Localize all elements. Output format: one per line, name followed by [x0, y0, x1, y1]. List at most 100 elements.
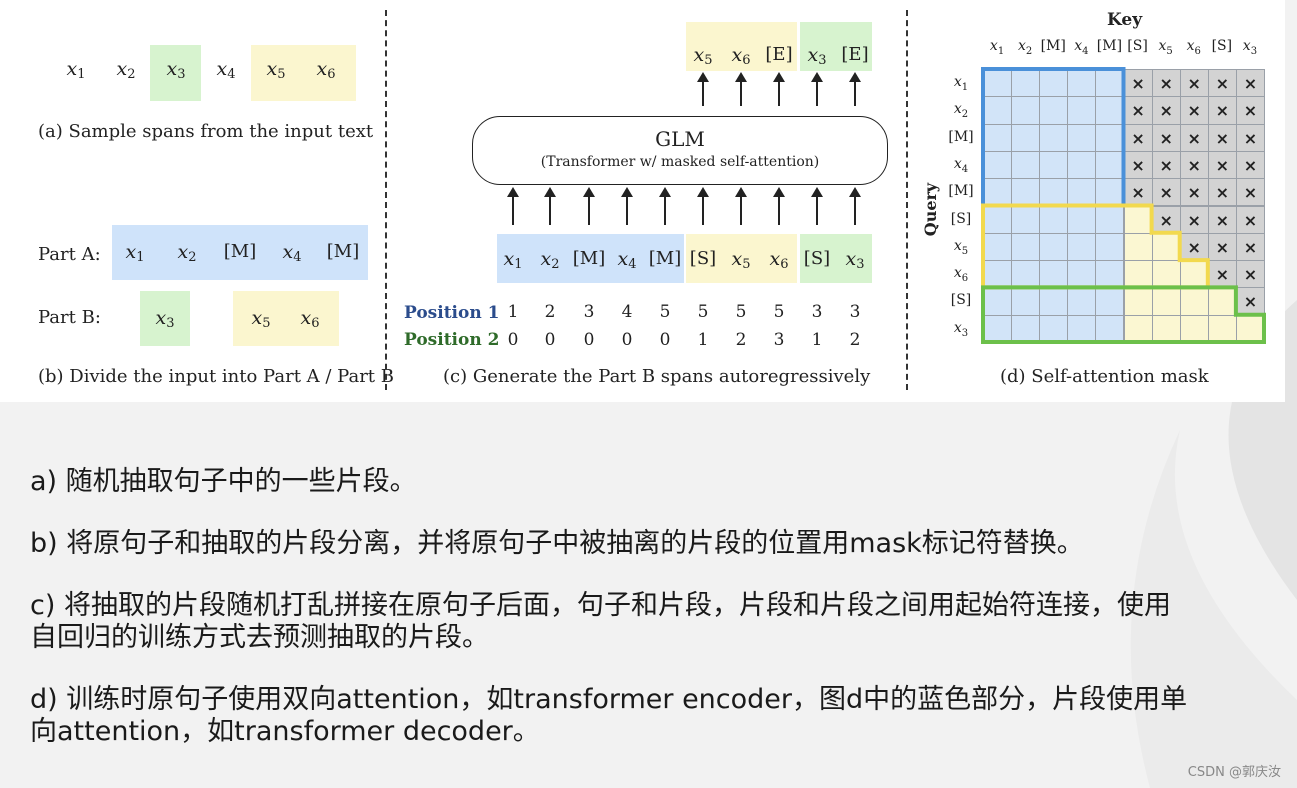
position-1-value: 4	[621, 302, 633, 322]
attention-cell	[1207, 314, 1237, 343]
output-arrow	[849, 72, 861, 106]
attention-cell	[1039, 205, 1069, 234]
key-token: [S]	[1211, 38, 1233, 54]
part-a-token: [M]	[223, 241, 257, 262]
attention-cell	[983, 232, 1013, 262]
attention-cell	[1067, 205, 1097, 234]
attention-cell	[1067, 69, 1097, 98]
input-arrow	[773, 187, 785, 225]
attention-cell	[1067, 150, 1097, 180]
position-2-value: 1	[697, 330, 709, 350]
attention-cell	[1095, 314, 1125, 343]
attention-cell	[1067, 314, 1097, 343]
key-token: x2	[1018, 38, 1033, 57]
input-part-a-highlight	[497, 234, 684, 283]
panel-a-token: x5	[266, 58, 286, 82]
attention-cell	[983, 205, 1013, 234]
attention-cell	[1011, 96, 1041, 125]
input-token: x2	[540, 248, 560, 272]
masked-cell: ×	[1207, 232, 1237, 262]
masked-cell: ×	[1151, 178, 1181, 207]
key-token: x4	[1074, 38, 1089, 57]
query-token: [S]	[950, 292, 972, 309]
position-2-value: 2	[735, 330, 747, 350]
masked-cell: ×	[1235, 205, 1265, 234]
explanation-a: a) 随机抽取句子中的一些片段。	[30, 466, 417, 497]
attention-cell	[1067, 96, 1097, 125]
masked-cell: ×	[1235, 123, 1265, 152]
explanation-c: c) 将抽取的片段随机打乱拼接在原句子后面，句子和片段，片段和片段之间用起始符连…	[30, 590, 1171, 653]
attention-cell	[1235, 314, 1265, 343]
position-1-value: 1	[507, 302, 519, 322]
masked-cell: ×	[1151, 96, 1181, 125]
input-arrow	[507, 187, 519, 225]
attention-cell	[1039, 232, 1069, 262]
attention-cell	[1011, 178, 1041, 207]
masked-cell: ×	[1123, 150, 1153, 180]
attention-cell	[1067, 260, 1097, 289]
input-token: [S]	[689, 248, 717, 269]
attention-cell	[1011, 123, 1041, 152]
part-b-token: x5	[251, 307, 271, 331]
query-token: x5	[953, 237, 969, 257]
output-arrow	[773, 72, 785, 106]
masked-cell: ×	[1179, 205, 1209, 234]
key-token: x5	[1158, 38, 1173, 57]
attention-cell	[1067, 232, 1097, 262]
position-2-value: 2	[849, 330, 861, 350]
span-highlight-green	[150, 45, 201, 101]
attention-cell	[1207, 287, 1237, 316]
attention-cell	[1039, 314, 1069, 343]
masked-cell: ×	[1207, 123, 1237, 152]
attention-cell	[1011, 287, 1041, 316]
explanation-d: d) 训练时原句子使用双向attention，如transformer enco…	[30, 684, 1188, 747]
position-1-value: 5	[773, 302, 785, 322]
output-span2-highlight	[800, 22, 872, 71]
input-token: x4	[617, 248, 637, 272]
input-arrow	[583, 187, 595, 225]
query-token: x6	[953, 265, 969, 284]
glm-subtitle: (Transformer w/ masked self-attention)	[540, 154, 820, 170]
masked-cell: ×	[1123, 96, 1153, 125]
attention-cell	[1039, 123, 1069, 152]
input-span1-highlight	[686, 234, 797, 283]
csdn-watermark: CSDN @郭庆汝	[1187, 765, 1281, 780]
attention-cell	[1039, 287, 1069, 316]
input-token: [M]	[572, 248, 606, 269]
masked-cell: ×	[1235, 96, 1265, 125]
glm-title: GLM	[655, 127, 705, 151]
attention-cell	[1095, 69, 1125, 98]
masked-cell: ×	[1235, 69, 1265, 98]
part-a-token: x4	[282, 241, 302, 265]
masked-cell: ×	[1207, 150, 1237, 180]
attention-cell	[1095, 96, 1125, 125]
input-token: x1	[503, 248, 523, 272]
attention-cell	[1011, 69, 1041, 98]
attention-cell	[983, 123, 1013, 152]
attention-cell	[1095, 123, 1125, 152]
masked-cell: ×	[1123, 178, 1153, 207]
masked-cell: ×	[1151, 123, 1181, 152]
query-token: x3	[953, 319, 969, 339]
input-arrow	[544, 187, 556, 225]
attention-cell	[983, 96, 1013, 125]
input-token: x3	[845, 248, 865, 272]
attention-cell	[983, 287, 1013, 316]
attention-cell	[1011, 232, 1041, 262]
part-a-highlight	[112, 225, 368, 280]
part-b-label: Part B:	[38, 307, 101, 328]
part-b-green-highlight	[140, 291, 190, 346]
key-token: [M]	[1040, 38, 1066, 54]
attention-cell	[1039, 260, 1069, 289]
attention-cell	[1039, 178, 1069, 207]
attention-cell	[983, 69, 1013, 98]
attention-cell	[1123, 232, 1153, 262]
attention-cell	[983, 150, 1013, 180]
input-token: x6	[769, 248, 789, 272]
attention-cell	[1151, 232, 1181, 262]
part-a-token: [M]	[326, 241, 360, 262]
query-token: [S]	[950, 210, 972, 227]
attention-cell	[1011, 260, 1041, 289]
position-1-value: 5	[735, 302, 747, 322]
